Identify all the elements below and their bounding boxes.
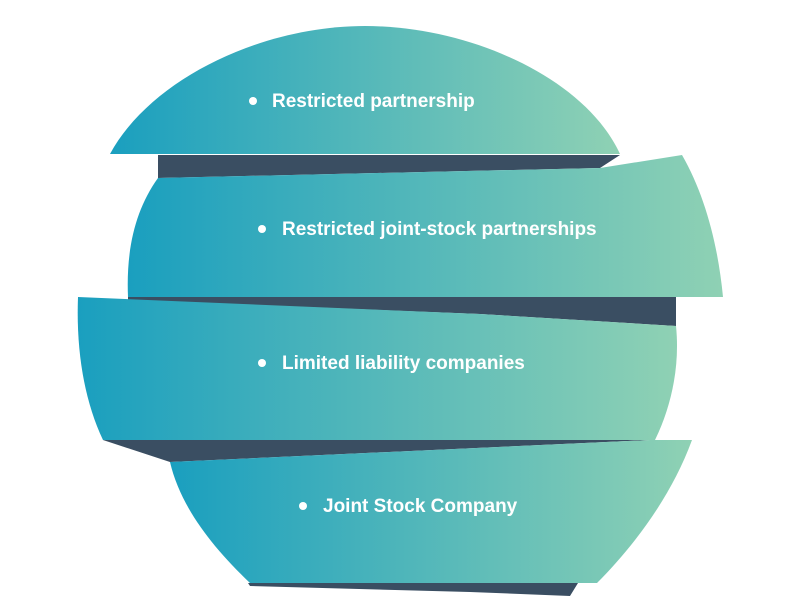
shadow-3: [103, 440, 650, 462]
band-1-bullet: [249, 97, 257, 105]
band-4-label: Joint Stock Company: [323, 496, 518, 517]
band-3-label: Limited liability companies: [282, 353, 525, 374]
shadow-4: [248, 583, 578, 596]
band-3-bullet: [258, 359, 266, 367]
band-4: Joint Stock Company: [170, 440, 692, 583]
band-1-shape: [110, 26, 620, 154]
band-1-label: Restricted partnership: [272, 91, 475, 112]
shadow-1: [158, 155, 620, 178]
band-2-bullet: [258, 225, 266, 233]
band-2: Restricted joint-stock partnerships: [127, 155, 723, 297]
band-3: Limited liability companies: [77, 297, 678, 440]
shadow-2: [128, 297, 676, 326]
band-2-label: Restricted joint-stock partnerships: [282, 219, 597, 240]
band-4-shape: [170, 440, 692, 583]
band-1: Restricted partnership: [110, 26, 620, 154]
band-4-bullet: [299, 502, 307, 510]
band-3-shape: [77, 297, 678, 440]
band-shadows: [103, 155, 676, 596]
band-2-shape: [127, 155, 723, 297]
